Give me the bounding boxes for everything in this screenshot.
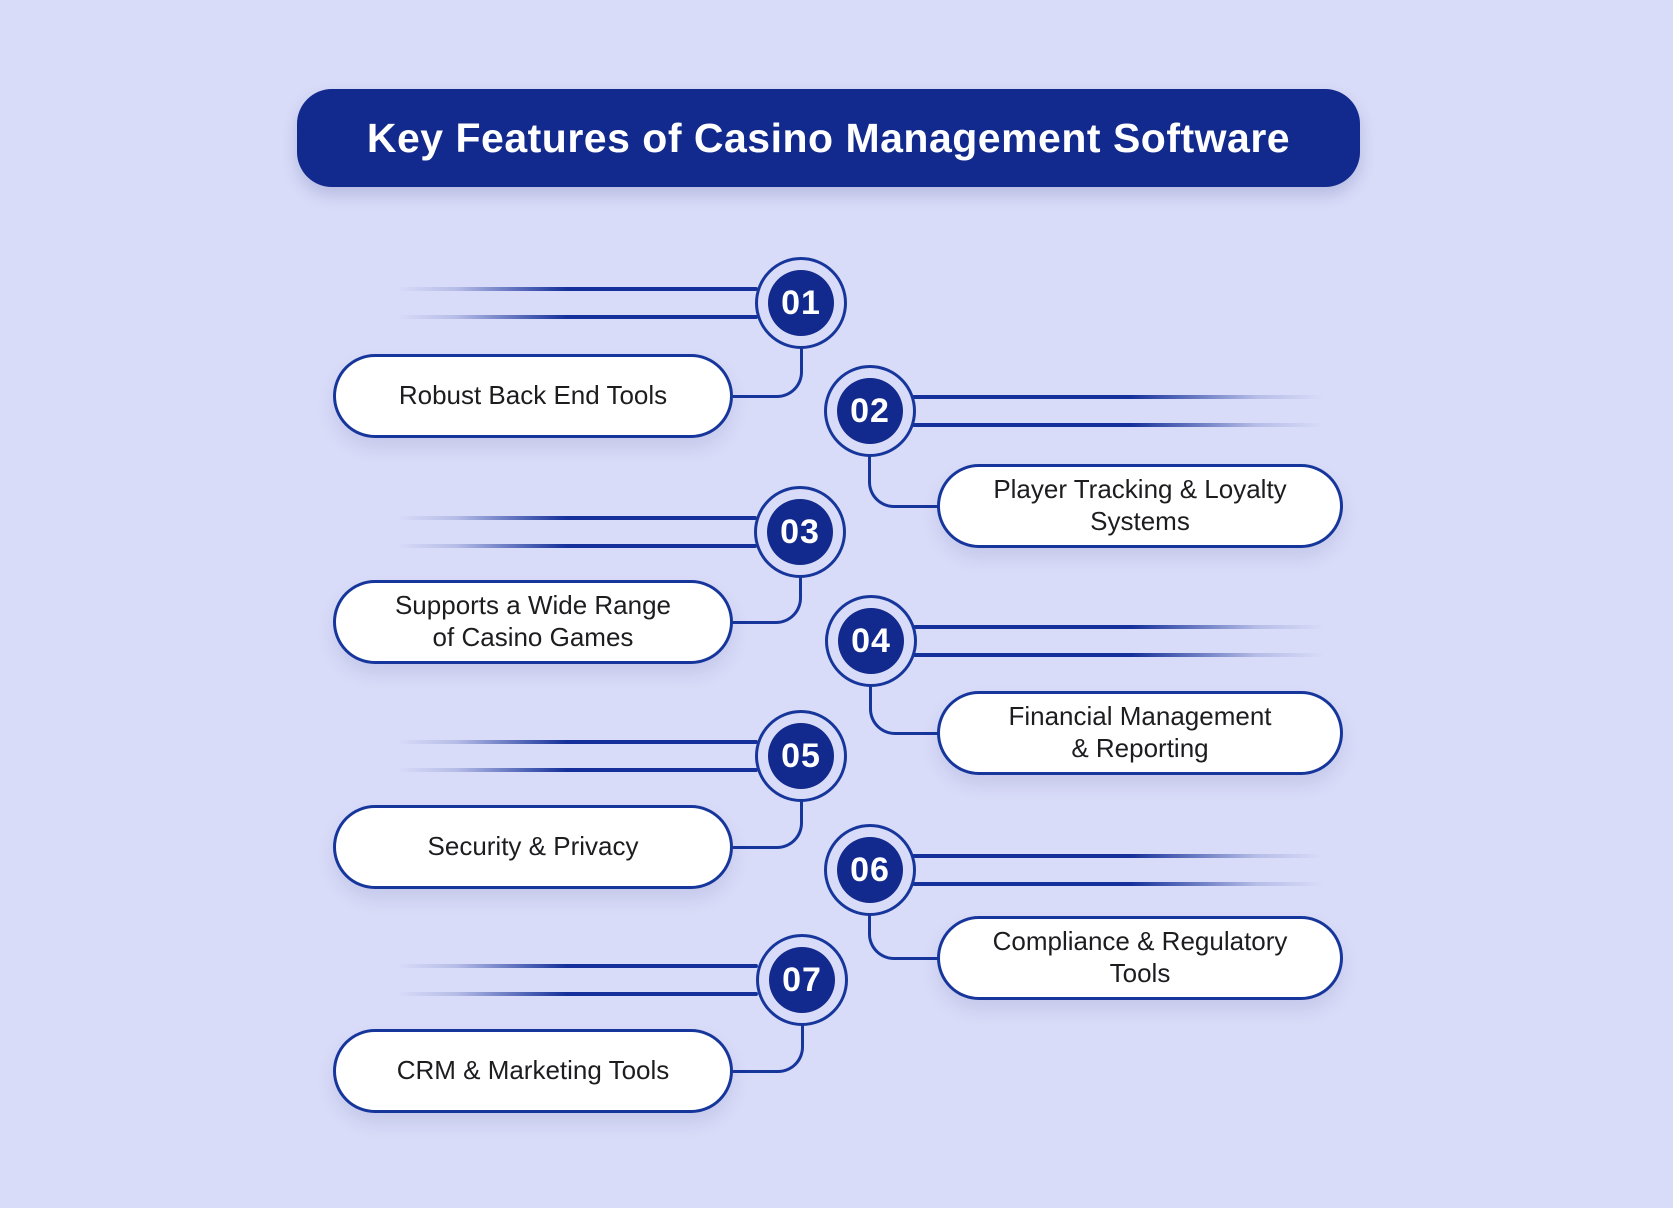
number-ring: 06 [824, 824, 916, 916]
feature-capsule: Robust Back End Tools [333, 354, 733, 438]
number-badge: 02 [837, 378, 903, 444]
number-text: 03 [780, 512, 820, 551]
feature-label: Supports a Wide Range of Casino Games [394, 590, 672, 652]
number-ring: 01 [755, 257, 847, 349]
number-ring: 03 [754, 486, 846, 578]
number-text: 04 [851, 621, 891, 660]
feature-label: Player Tracking & Loyalty Systems [993, 474, 1287, 536]
number-text: 07 [782, 960, 822, 999]
number-badge: 06 [837, 837, 903, 903]
number-ring: 02 [824, 365, 916, 457]
decor-line-bottom [912, 882, 1332, 886]
number-text: 01 [781, 283, 821, 322]
feature-capsule: Financial Management & Reporting [937, 691, 1343, 775]
decor-line-bottom [390, 315, 758, 319]
number-ring: 04 [825, 595, 917, 687]
decor-line-top [912, 854, 1332, 858]
elbow-connector [733, 980, 804, 1073]
decor-line-top [390, 516, 757, 520]
number-badge: 04 [838, 608, 904, 674]
elbow-connector [869, 641, 940, 735]
number-text: 06 [850, 850, 890, 889]
decor-line-bottom [390, 992, 758, 996]
feature-capsule: Compliance & Regulatory Tools [937, 916, 1343, 1000]
number-text: 02 [850, 391, 890, 430]
decor-line-top [390, 287, 758, 291]
feature-capsule: CRM & Marketing Tools [333, 1029, 733, 1113]
number-badge: 01 [768, 270, 834, 336]
elbow-connector [732, 532, 802, 624]
decor-line-bottom [912, 423, 1332, 427]
elbow-connector [733, 756, 803, 849]
number-badge: 03 [767, 499, 833, 565]
decor-line-top [390, 740, 758, 744]
number-ring: 07 [756, 934, 848, 1026]
feature-capsule: Player Tracking & Loyalty Systems [937, 464, 1343, 548]
decor-line-bottom [390, 768, 758, 772]
feature-label: CRM & Marketing Tools [396, 1055, 670, 1086]
feature-label: Security & Privacy [427, 831, 639, 862]
elbow-connector [733, 303, 803, 398]
feature-capsule: Supports a Wide Range of Casino Games [333, 580, 733, 664]
feature-capsule: Security & Privacy [333, 805, 733, 889]
feature-label: Compliance & Regulatory Tools [992, 926, 1288, 988]
decor-line-top [912, 395, 1332, 399]
number-badge: 07 [769, 947, 835, 1013]
decor-line-top [913, 625, 1333, 629]
elbow-connector [868, 411, 940, 508]
number-ring: 05 [755, 710, 847, 802]
number-text: 05 [781, 736, 821, 775]
page-title: Key Features of Casino Management Softwa… [366, 114, 1291, 161]
title-banner: Key Features of Casino Management Softwa… [297, 89, 1360, 187]
decor-line-top [390, 964, 758, 968]
feature-label: Financial Management & Reporting [1008, 701, 1272, 763]
number-badge: 05 [768, 723, 834, 789]
feature-label: Robust Back End Tools [398, 380, 668, 411]
decor-line-bottom [913, 653, 1333, 657]
decor-line-bottom [390, 544, 757, 548]
